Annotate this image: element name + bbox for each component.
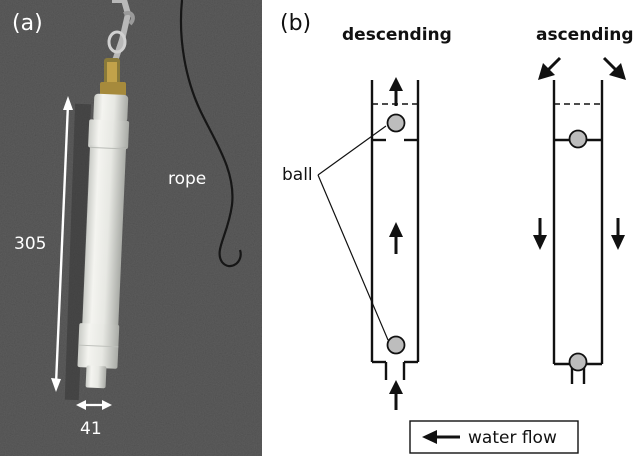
length-dimension-arrow (51, 96, 73, 392)
asphalt-background (0, 0, 262, 456)
descending-ball-top (386, 113, 406, 133)
descending-title: descending (342, 25, 452, 45)
legend: water flow (409, 420, 579, 454)
ascending-arrow-inlet-left (538, 56, 562, 80)
photo-panel: (a) 305 41 rope (0, 0, 262, 456)
diagram-panel: water flow (b) descending ascending ball (262, 0, 638, 456)
ascending-ball-bottom (568, 352, 588, 372)
legend-label: water flow (468, 428, 557, 448)
metal-clasp (100, 0, 135, 96)
ball-callout-lines (317, 125, 389, 341)
ascending-tube (552, 80, 604, 384)
tube-shadow (64, 103, 92, 401)
ascending-arrow-down-left (533, 218, 547, 250)
length-label: 305 (14, 234, 46, 254)
flow-schematic: water flow (b) descending ascending ball (280, 11, 634, 454)
ball-label: ball (282, 165, 313, 185)
sampler-photo: (a) 305 41 rope (0, 0, 262, 456)
rope-label: rope (168, 169, 206, 189)
width-label: 41 (80, 419, 102, 439)
ascending-arrow-inlet-right (602, 56, 626, 80)
descending-arrow-exit (389, 77, 403, 106)
panel-a-label: (a) (12, 11, 43, 36)
panel-b-label: (b) (280, 11, 311, 36)
descending-arrow-middle (389, 222, 403, 254)
descending-arrow-inlet (389, 380, 403, 410)
width-dimension-arrow (76, 400, 112, 410)
ascending-ball-top (568, 129, 588, 149)
rope (179, 0, 242, 268)
sampler-tube (77, 93, 130, 389)
legend-arrow (422, 430, 460, 444)
ascending-title: ascending (536, 25, 634, 45)
descending-ball-bottom (386, 335, 406, 355)
ascending-arrow-down-right (611, 218, 625, 250)
